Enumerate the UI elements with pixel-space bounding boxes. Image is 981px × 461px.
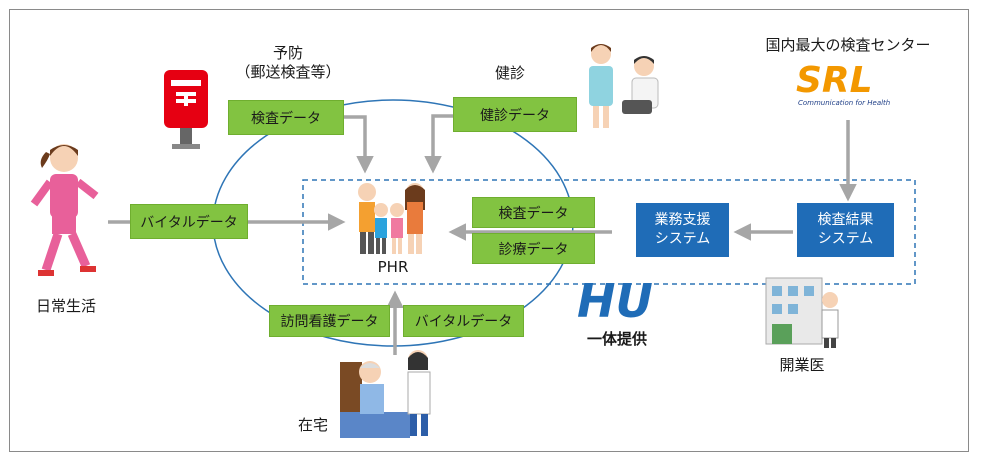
diagnosis-data-box: 診療データ	[472, 233, 595, 264]
test-results-line2: システム	[817, 231, 874, 247]
prevention-sub-label: （郵送検査等）	[235, 63, 341, 81]
hu-logo: HU	[575, 273, 667, 328]
family-illustration	[351, 180, 431, 258]
center-title-label: 国内最大の検査センター	[765, 36, 931, 54]
prevention-label: 予防	[272, 44, 303, 62]
runner-illustration	[28, 138, 106, 284]
test-results-system-box: 検査結果 システム	[797, 203, 894, 257]
phr-label: PHR	[377, 258, 409, 276]
checkup-data-box: 健診データ	[453, 97, 577, 132]
daily-life-label: 日常生活	[35, 297, 96, 315]
vital-data-left-box: バイタルデータ	[130, 204, 248, 239]
checkup-people-illustration	[584, 40, 666, 132]
test-results-line1: 検査結果	[817, 212, 874, 229]
arrow-test-top	[343, 115, 374, 174]
clinic-label: 開業医	[779, 356, 825, 374]
srl-logo-text: SRL	[796, 60, 873, 101]
hu-logo-text: HU	[577, 274, 653, 327]
business-support-line2: システム	[654, 231, 711, 247]
test-data-right-box: 検査データ	[472, 197, 595, 228]
checkup-label: 健診	[494, 64, 525, 82]
srl-logo-tagline: Communication for Health	[798, 99, 890, 107]
business-support-system-box: 業務支援 システム	[636, 203, 729, 257]
vital-data-bottom-box: バイタルデータ	[403, 305, 524, 337]
home-label: 在宅	[297, 416, 328, 434]
arrow-checkup	[424, 114, 455, 174]
srl-logo: SRL Communication for Health	[790, 58, 916, 108]
postbox-icon	[161, 68, 211, 152]
clinic-illustration	[760, 270, 846, 350]
business-support-line1: 業務支援	[654, 212, 711, 229]
phr-dashed-area	[302, 179, 916, 285]
integrated-provision-label: 一体提供	[586, 330, 647, 348]
test-data-top-box: 検査データ	[228, 100, 344, 135]
home-care-illustration	[338, 342, 446, 442]
visit-nursing-data-box: 訪問看護データ	[269, 305, 390, 337]
